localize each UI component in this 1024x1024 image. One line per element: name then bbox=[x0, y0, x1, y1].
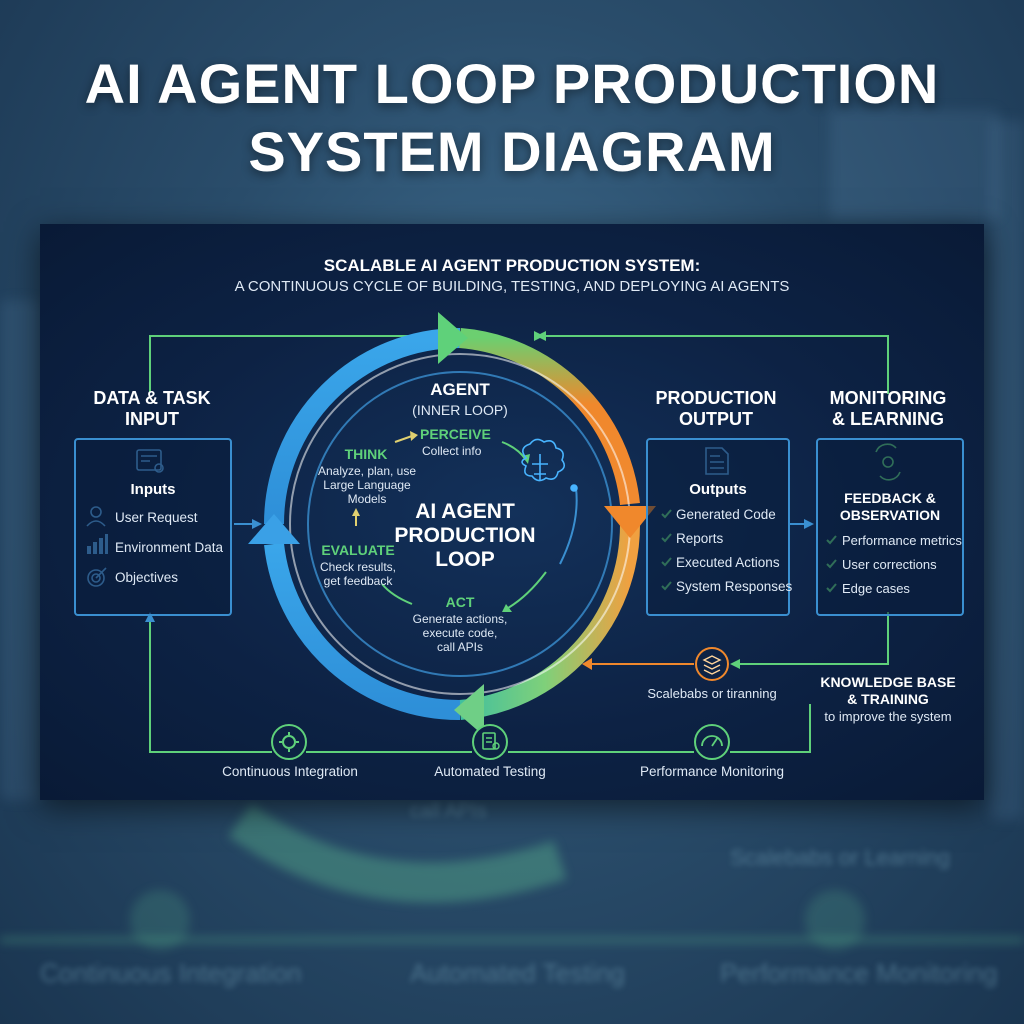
diagram-board: SCALABLE AI AGENT PRODUCTION SYSTEM: A C… bbox=[40, 224, 984, 800]
agent-loop-ring bbox=[264, 328, 641, 721]
knowledge-line-1: KNOWLEDGE BASE bbox=[820, 674, 956, 690]
feedback-title-line-1: FEEDBACK & bbox=[844, 490, 936, 506]
brain-icon bbox=[521, 438, 578, 492]
feedback-box-title: FEEDBACK & OBSERVATION bbox=[816, 490, 964, 524]
evaluate-desc-line-1: Check results, bbox=[319, 560, 397, 574]
loop-center-line-3: LOOP bbox=[435, 548, 495, 571]
bottom-label-testing: Automated Testing bbox=[434, 764, 546, 779]
act-title: ACT bbox=[445, 594, 475, 610]
layers-icon bbox=[695, 647, 729, 681]
monitoring-item-performance-metrics: Performance metrics bbox=[842, 533, 962, 548]
output-heading-line-2: OUTPUT bbox=[679, 409, 753, 429]
testing-clipboard-icon bbox=[472, 724, 508, 760]
ring-arrowhead-top bbox=[438, 312, 468, 364]
knowledge-base-label: KNOWLEDGE BASE & TRAINING to improve the… bbox=[812, 674, 964, 726]
think-desc-line-1: Analyze, plan, use bbox=[317, 464, 417, 478]
loop-center-line-2: PRODUCTION bbox=[394, 524, 536, 547]
outputs-box-title: Outputs bbox=[689, 481, 747, 498]
bg-panel-right bbox=[990, 120, 1024, 820]
monitoring-heading-line-1: MONITORING bbox=[829, 388, 947, 408]
bottom-label-monitoring: Performance Monitoring bbox=[639, 764, 785, 779]
input-heading-line-1: DATA & TASK bbox=[93, 388, 211, 408]
loop-center-title: AI AGENT PRODUCTION LOOP bbox=[385, 500, 545, 572]
output-arrowhead bbox=[804, 519, 814, 529]
inner-arrowhead-think bbox=[410, 431, 418, 441]
inputs-box bbox=[74, 438, 232, 616]
arrowhead-scale bbox=[582, 658, 592, 670]
think-desc: Analyze, plan, use Large Language Models bbox=[302, 464, 432, 506]
feedback-title-line-2: OBSERVATION bbox=[839, 507, 941, 523]
ring-arrowhead-right bbox=[604, 506, 656, 538]
think-desc-line-3: Models bbox=[347, 492, 387, 506]
output-item-executed-actions: Executed Actions bbox=[676, 555, 780, 570]
knowledge-line-3: to improve the system bbox=[824, 709, 952, 724]
act-desc-line-1: Generate actions, bbox=[412, 612, 508, 626]
bg-text-testing: Automated Testing bbox=[410, 958, 625, 988]
input-item-objectives: Objectives bbox=[115, 570, 179, 585]
feedback-box bbox=[816, 438, 964, 616]
act-desc-line-2: execute code, bbox=[422, 626, 498, 640]
loop-center-line-1: AI AGENT bbox=[415, 500, 515, 523]
input-heading: DATA & TASK INPUT bbox=[64, 388, 240, 430]
arrowhead-kb bbox=[730, 659, 740, 669]
arrowhead-top-feedback bbox=[536, 331, 546, 341]
act-desc: Generate actions, execute code, call API… bbox=[390, 612, 530, 654]
ring-arrowhead-left bbox=[248, 514, 300, 544]
act-desc-line-3: call APIs bbox=[436, 640, 484, 654]
think-title: THINK bbox=[344, 446, 388, 462]
output-heading-line-1: PRODUCTION bbox=[655, 388, 777, 408]
subtitle-line-2: A CONTINUOUS CYCLE OF BUILDING, TESTING,… bbox=[234, 278, 790, 295]
scale-label: Scalebabs or tiranning bbox=[647, 686, 777, 701]
input-heading-line-2: INPUT bbox=[125, 409, 179, 429]
ring-top-right-arc bbox=[459, 328, 640, 506]
title-line-1: AI AGENT LOOP PRODUCTION bbox=[84, 52, 940, 115]
inner-arrowhead-act bbox=[502, 604, 512, 612]
agent-label: AGENT bbox=[430, 380, 490, 399]
bg-text-ci: Continuous Integration bbox=[40, 958, 302, 988]
arrowhead-left-up bbox=[145, 612, 155, 622]
output-heading: PRODUCTION OUTPUT bbox=[636, 388, 796, 430]
bg-text-monitoring: Performance Monitoring bbox=[720, 958, 998, 988]
ring-arrowhead-bottom bbox=[454, 684, 484, 736]
output-item-reports: Reports bbox=[676, 531, 724, 546]
evaluate-desc-line-2: get feedback bbox=[323, 574, 393, 588]
think-desc-line-2: Large Language bbox=[323, 478, 411, 492]
main-title: AI AGENT LOOP PRODUCTION SYSTEM DIAGRAM bbox=[0, 50, 1024, 186]
outer-feedback-path bbox=[149, 335, 889, 753]
bg-panel-left bbox=[0, 300, 40, 800]
perceive-desc: Collect info bbox=[422, 444, 482, 458]
ring-top-arc bbox=[264, 328, 461, 525]
input-arrowhead bbox=[252, 519, 262, 529]
diagram-graphics bbox=[86, 312, 901, 760]
bottom-label-ci: Continuous Integration bbox=[222, 764, 358, 779]
monitoring-heading: MONITORING & LEARNING bbox=[812, 388, 964, 430]
inner-arrowhead-eval bbox=[352, 508, 360, 516]
subtitle-line-1: SCALABLE AI AGENT PRODUCTION SYSTEM: bbox=[323, 256, 701, 275]
evaluate-desc: Check results, get feedback bbox=[304, 560, 412, 588]
agent-sublabel: (INNER LOOP) bbox=[412, 402, 508, 418]
bg-text-learning: Scalebabs or Learning bbox=[730, 845, 951, 870]
input-item-environment-data: Environment Data bbox=[115, 540, 224, 555]
knowledge-line-2: & TRAINING bbox=[847, 691, 929, 707]
ring-bottom-left-arc bbox=[264, 542, 461, 721]
perceive-title: PERCEIVE bbox=[420, 426, 491, 442]
output-item-generated-code: Generated Code bbox=[676, 507, 776, 522]
inputs-box-title: Inputs bbox=[130, 481, 176, 498]
input-item-user-request: User Request bbox=[115, 510, 198, 525]
monitoring-item-edge-cases: Edge cases bbox=[842, 581, 910, 596]
evaluate-title: EVALUATE bbox=[321, 542, 395, 558]
ci-gear-icon bbox=[271, 724, 307, 760]
title-line-2: SYSTEM DIAGRAM bbox=[248, 120, 776, 183]
bg-text-api: call APIs bbox=[410, 800, 487, 822]
outputs-box bbox=[646, 438, 790, 616]
output-item-system-responses: System Responses bbox=[676, 579, 793, 594]
gauge-icon bbox=[694, 724, 730, 760]
monitoring-heading-line-2: & LEARNING bbox=[832, 409, 944, 429]
monitoring-item-user-corrections: User corrections bbox=[842, 557, 937, 572]
